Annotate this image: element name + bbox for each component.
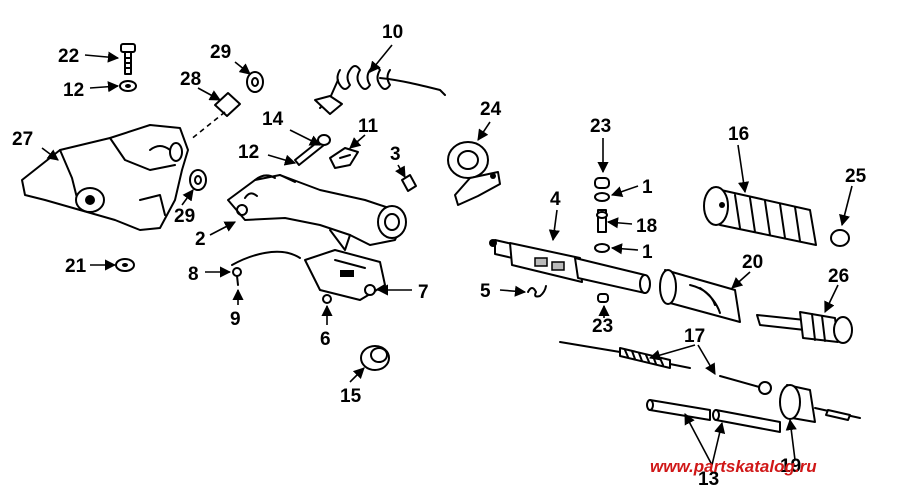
callout-19: 19: [780, 456, 801, 477]
part-23-insert-bottom: [597, 293, 609, 303]
callout-11: 11: [358, 116, 379, 137]
callout-20: 20: [742, 252, 763, 273]
callout-21: 21: [65, 256, 87, 277]
part-25-cap: [830, 229, 850, 247]
part-29-washer-top: [246, 71, 264, 93]
part-17-cable: [559, 341, 772, 395]
part-8-wire: [231, 250, 301, 286]
callout-23-bottom: 23: [592, 316, 613, 337]
part-18-spacer: [596, 209, 608, 233]
part-13-sleeves: [646, 399, 781, 433]
callout-4: 4: [550, 189, 561, 210]
callout-29-bottom: 29: [174, 206, 195, 227]
callout-17: 17: [684, 326, 705, 347]
callout-16: 16: [728, 124, 749, 145]
callout-25: 25: [845, 166, 867, 187]
callout-29-top: 29: [210, 42, 231, 63]
callout-5: 5: [480, 281, 491, 302]
part-16-grip: [703, 186, 817, 246]
leader-lines: [41, 44, 853, 466]
part-1-ring-top: [594, 192, 610, 202]
part-1-ring-bottom: [594, 243, 610, 253]
callout-12-top: 12: [63, 80, 84, 101]
callout-10: 10: [382, 22, 403, 43]
callout-12-mid: 12: [238, 142, 259, 163]
part-26-knob: [756, 311, 853, 344]
part-12-nut-top: [119, 80, 137, 92]
part-5-clip: [527, 285, 547, 298]
part-22-bolt: [120, 43, 136, 75]
callout-2: 2: [195, 229, 206, 250]
callout-23-top: 23: [590, 116, 611, 137]
part-27-housing: [21, 124, 189, 231]
callout-15: 15: [340, 386, 362, 407]
callout-8: 8: [188, 264, 199, 285]
part-2-arm: [227, 174, 407, 251]
part-11-clip: [329, 147, 359, 169]
part-29-washer-bottom: [189, 169, 207, 191]
callout-9: 9: [230, 309, 241, 330]
part-21-nut: [115, 258, 135, 272]
callout-18: 18: [636, 216, 657, 237]
part-7-plate: [304, 249, 386, 301]
callout-27: 27: [12, 129, 33, 150]
callout-3: 3: [390, 144, 401, 165]
part-23-insert-top: [594, 177, 610, 189]
part-4-tube: [489, 239, 651, 294]
part-28-pin: [189, 92, 241, 141]
callout-22: 22: [58, 46, 79, 67]
part-6-screw: [322, 294, 332, 304]
callout-1-top: 1: [642, 177, 653, 198]
part-10-lanyard: [314, 65, 446, 115]
callout-6: 6: [320, 329, 331, 350]
part-24-clamp: [447, 141, 501, 206]
callout-7: 7: [418, 282, 429, 303]
callout-28: 28: [180, 69, 201, 90]
callout-14: 14: [262, 109, 284, 130]
callout-24: 24: [480, 99, 502, 120]
part-14-screw: [294, 134, 331, 166]
part-15-cap: [360, 345, 390, 371]
part-19-cylinder: [779, 384, 861, 423]
watermark: www.partskatalog.ru: [650, 457, 817, 476]
callout-1-bottom: 1: [642, 242, 653, 263]
callout-labels: 22 12 29 28 27 29 21 10 14 12 11 3 24 2 …: [12, 22, 867, 490]
callout-26: 26: [828, 266, 849, 287]
callout-13: 13: [698, 469, 719, 490]
part-20-sleeve: [659, 269, 741, 323]
part-3-pin: [401, 174, 417, 192]
